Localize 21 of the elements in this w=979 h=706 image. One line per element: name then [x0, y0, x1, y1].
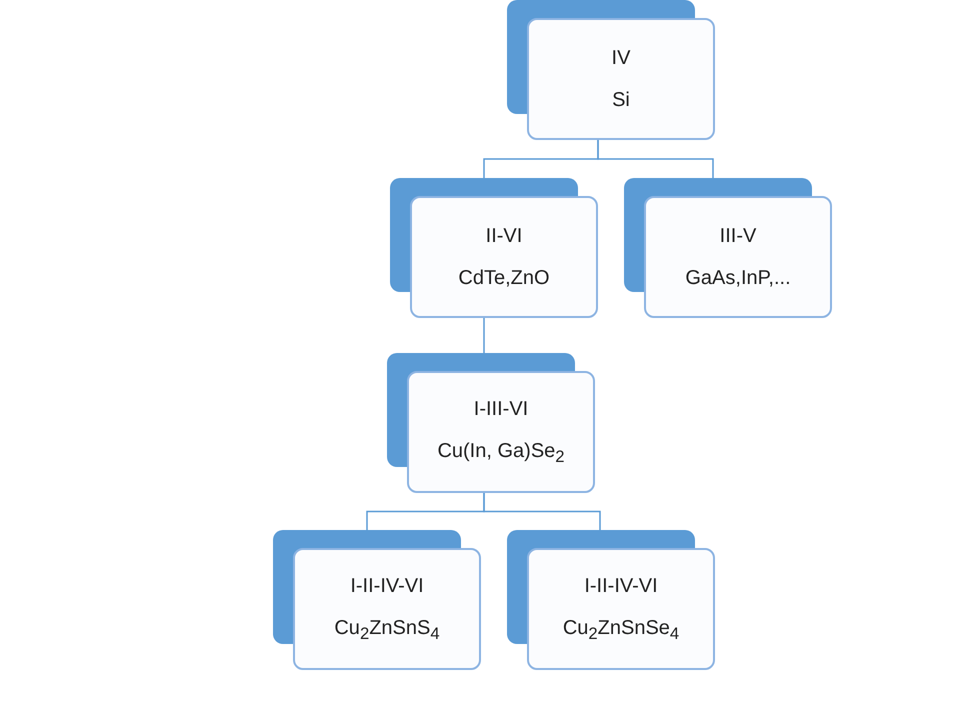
- compound-label: Cu(In, Ga)Se$_{2}$: [437, 440, 565, 466]
- stacked-card: [624, 178, 832, 318]
- connector-line: [483, 493, 601, 530]
- group-label: II-VI: [486, 225, 522, 247]
- compound-label: GaAs,InP,...: [685, 267, 791, 289]
- stacked-card: [390, 178, 598, 318]
- group-label: I-II-IV-VI: [584, 574, 658, 597]
- group-label: I-III-VI: [474, 398, 528, 420]
- compound-label: Si: [612, 89, 630, 111]
- group-label: IV: [612, 47, 630, 69]
- stacked-card: [273, 530, 481, 670]
- group-label: III-V: [720, 225, 756, 247]
- compound-label: Cu$_{2}$ZnSnSe$_{4}$: [562, 616, 680, 644]
- compound-label: Cu$_{2}$ZnSnS$_{4}$: [334, 616, 440, 644]
- connector-line: [483, 318, 485, 353]
- stacked-card: [387, 353, 595, 493]
- compound-label: CdTe,ZnO: [458, 267, 550, 289]
- connector-line: [597, 140, 714, 178]
- stacked-card: [507, 530, 715, 670]
- group-label: I-II-IV-VI: [350, 574, 424, 597]
- stacked-card: [507, 0, 715, 140]
